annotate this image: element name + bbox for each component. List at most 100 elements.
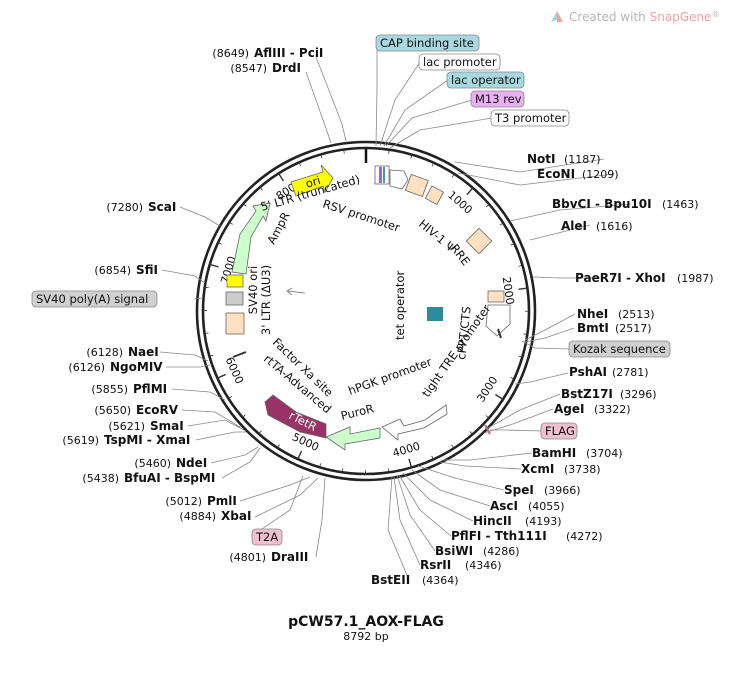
minor-tick xyxy=(277,444,280,449)
minor-tick xyxy=(319,463,322,468)
enzyme-pos: (2781) xyxy=(612,366,649,379)
minor-tick xyxy=(258,430,262,435)
flag-mark xyxy=(484,424,491,435)
minor-tick xyxy=(388,149,390,154)
enzyme-name: SfiI xyxy=(136,263,158,277)
enzyme-pos: (2517) xyxy=(615,322,652,335)
lac-operator-block xyxy=(383,167,385,183)
lac-promoter-label: lac promoter xyxy=(423,55,497,69)
minor-tick xyxy=(410,154,413,159)
outer-feature-labels: CAP binding site lac promoter lac operat… xyxy=(31,34,671,546)
enzyme-name: SmaI xyxy=(150,419,184,433)
ruler-label: 3000 xyxy=(474,374,500,405)
major-tick xyxy=(297,450,303,460)
ori-feature xyxy=(290,164,334,197)
minor-tick xyxy=(431,162,435,167)
minor-tick xyxy=(343,149,345,154)
leader-lines xyxy=(159,49,632,581)
enzyme-pos: (6128) xyxy=(86,346,123,359)
rre-feature xyxy=(465,227,493,255)
minor-tick xyxy=(510,376,515,380)
minor-tick xyxy=(499,222,504,226)
enzyme-name: NotI xyxy=(527,152,556,166)
t3-promoter-label: T3 promoter xyxy=(494,111,567,125)
enzyme-name: PmlI xyxy=(207,494,237,508)
minor-tick xyxy=(298,162,302,167)
enzyme-name: EcoRV xyxy=(136,403,179,417)
enzyme-name: PshAI xyxy=(569,365,607,379)
flag-box xyxy=(540,422,578,440)
major-tick xyxy=(217,373,226,379)
enzyme-name: AflIII - PciI xyxy=(254,46,323,60)
enzyme-pos: (5621) xyxy=(108,420,145,433)
enzyme-name: RsrII xyxy=(420,558,451,572)
rtetr-feature xyxy=(264,394,327,439)
enzyme-pos: (3322) xyxy=(594,403,631,416)
minor-tick xyxy=(387,468,390,473)
minor-tick xyxy=(217,242,222,245)
minor-tick xyxy=(485,204,490,208)
inner-features: ori rTetR xyxy=(225,164,511,451)
sv40-arrow-icon xyxy=(286,287,306,296)
minor-tick xyxy=(431,455,434,460)
minor-tick xyxy=(341,468,344,473)
enzyme-name: PflFI - Tth111I xyxy=(451,529,547,543)
enzyme-pos: (1616) xyxy=(596,220,633,233)
lac-operator-label: lac operator xyxy=(451,73,521,87)
enzyme-pos: (1987) xyxy=(677,272,714,285)
enzyme-pos: (3738) xyxy=(564,463,601,476)
enzyme-name: NgoMIV xyxy=(110,360,163,374)
kozak-box xyxy=(568,340,671,358)
major-tick xyxy=(209,263,219,268)
enzyme-name: NaeI xyxy=(128,345,159,359)
hpgk-promoter-feature xyxy=(381,404,448,441)
tre-promoter-feature xyxy=(485,304,511,337)
sv40-polya-label: SV40 poly(A) signal xyxy=(36,292,148,306)
enzyme-name: XbaI xyxy=(221,509,251,523)
rsv-promoter-feature xyxy=(389,169,409,190)
cap-binding-box xyxy=(375,34,480,52)
minor-tick xyxy=(518,264,523,267)
cppt-label: cPPT/CTS xyxy=(454,306,474,361)
m13-block xyxy=(379,167,382,183)
enzyme-pos: (1187) xyxy=(564,153,601,166)
enzyme-pos: (1209) xyxy=(582,168,619,181)
ltr5-feature xyxy=(404,173,429,198)
enzyme-pos: (3966) xyxy=(544,484,581,497)
hiv-psi-feature xyxy=(424,185,445,206)
minor-tick xyxy=(259,187,263,191)
enzyme-pos: (4055) xyxy=(528,500,565,513)
kozak-label: Kozak sequence xyxy=(573,342,666,356)
enzyme-name: DraIII xyxy=(271,550,308,564)
plasmid-name: pCW57.1_AOX-FLAG xyxy=(288,614,444,630)
lac-promoter-box xyxy=(418,53,501,71)
minor-tick xyxy=(243,203,247,207)
ruler-label: 4000 xyxy=(391,440,422,460)
enzyme-name: PaeR7I - XhoI xyxy=(575,271,666,285)
enzyme-pos: (5855) xyxy=(91,383,128,396)
minor-tick xyxy=(320,154,323,159)
minor-tick xyxy=(204,332,209,334)
enzyme-pos: (4286) xyxy=(483,545,520,558)
lac-operator-box xyxy=(446,71,525,89)
rsv-promoter-label: RSV promoter xyxy=(321,197,402,235)
enzyme-name: PflMI xyxy=(133,382,167,396)
tet-operator-label: tet operator xyxy=(393,271,407,340)
m13-rev-label: M13 rev xyxy=(475,92,522,106)
puror-feature xyxy=(325,426,381,451)
kozak-mark xyxy=(497,328,502,339)
enzyme-name: BstZ17I xyxy=(561,387,613,401)
backbone-outer-ring xyxy=(195,140,537,482)
snapgene-credit: Created with SnapGene® xyxy=(551,10,719,24)
enzyme-name: BbvCI - Bpu10I xyxy=(552,197,652,211)
enzyme-name: BfuAI - BspMI xyxy=(124,471,215,485)
enzyme-pos: (6126) xyxy=(68,361,105,374)
enzyme-pos: (8547) xyxy=(230,62,267,75)
enzyme-pos: (1463) xyxy=(662,198,699,211)
snapgene-logo-icon xyxy=(551,11,563,22)
ltr3-label: 3' LTR (ΔU3) xyxy=(259,265,273,335)
sv40-polya-box xyxy=(31,290,158,308)
enzyme-pos: (5438) xyxy=(82,472,119,485)
credit-text: Created with SnapGene® xyxy=(569,10,719,24)
